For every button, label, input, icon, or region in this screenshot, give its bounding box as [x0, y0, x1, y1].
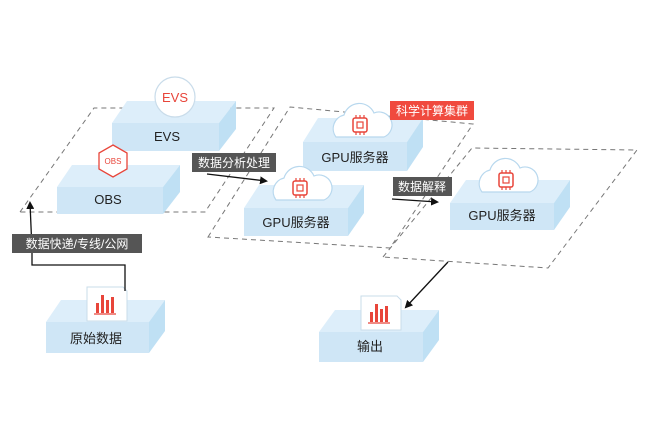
- output-label: 输出: [357, 339, 383, 354]
- raw-data-block[interactable]: 原始数据: [46, 286, 165, 353]
- tag-data-express: 数据快递/专线/公网: [12, 234, 142, 253]
- evs-label: EVS: [154, 129, 180, 144]
- raw-data-label: 原始数据: [70, 331, 122, 346]
- obs-badge-label: OBS: [105, 157, 122, 166]
- tag-science-cluster-text: 科学计算集群: [396, 103, 468, 118]
- compute-region: [207, 106, 474, 249]
- evs-badge-label: EVS: [162, 90, 188, 105]
- gpu-server-right-block[interactable]: GPU服务器: [450, 157, 570, 230]
- arrow-interpret-to-output: [404, 261, 449, 309]
- gpu-mid-label: GPU服务器: [262, 215, 329, 230]
- tag-science-cluster: 科学计算集群: [390, 101, 474, 120]
- output-block[interactable]: 输出: [319, 295, 439, 362]
- bar-chart-icon: [360, 295, 402, 331]
- storage-region: [19, 107, 275, 213]
- gpu-server-mid-block[interactable]: GPU服务器: [244, 165, 364, 236]
- tag-data-interpret: 数据解释: [393, 177, 452, 196]
- cloud-chip-icon: [478, 157, 539, 193]
- cloud-chip-icon: [272, 165, 333, 201]
- tag-data-interpret-text: 数据解释: [398, 179, 446, 194]
- arrow-storage-to-compute: [206, 173, 268, 185]
- cloud-chip-icon: [332, 102, 393, 138]
- arrow-compute-to-interpret: [391, 197, 439, 206]
- bar-chart-icon: [86, 286, 128, 322]
- evs-block[interactable]: EVS EVS: [112, 76, 236, 151]
- evs-badge-icon: [154, 76, 196, 118]
- gpu-right-label: GPU服务器: [468, 208, 535, 223]
- tag-data-analysis: 数据分析处理: [192, 153, 276, 172]
- obs-block[interactable]: OBS OBS: [57, 144, 180, 214]
- gpu-top-label: GPU服务器: [321, 150, 388, 165]
- gpu-server-top-block[interactable]: GPU服务器: [303, 102, 423, 171]
- obs-hexagon-icon: [98, 144, 128, 178]
- tag-data-express-text: 数据快递/专线/公网: [26, 236, 129, 251]
- obs-label: OBS: [94, 192, 122, 207]
- tag-data-analysis-text: 数据分析处理: [198, 155, 270, 170]
